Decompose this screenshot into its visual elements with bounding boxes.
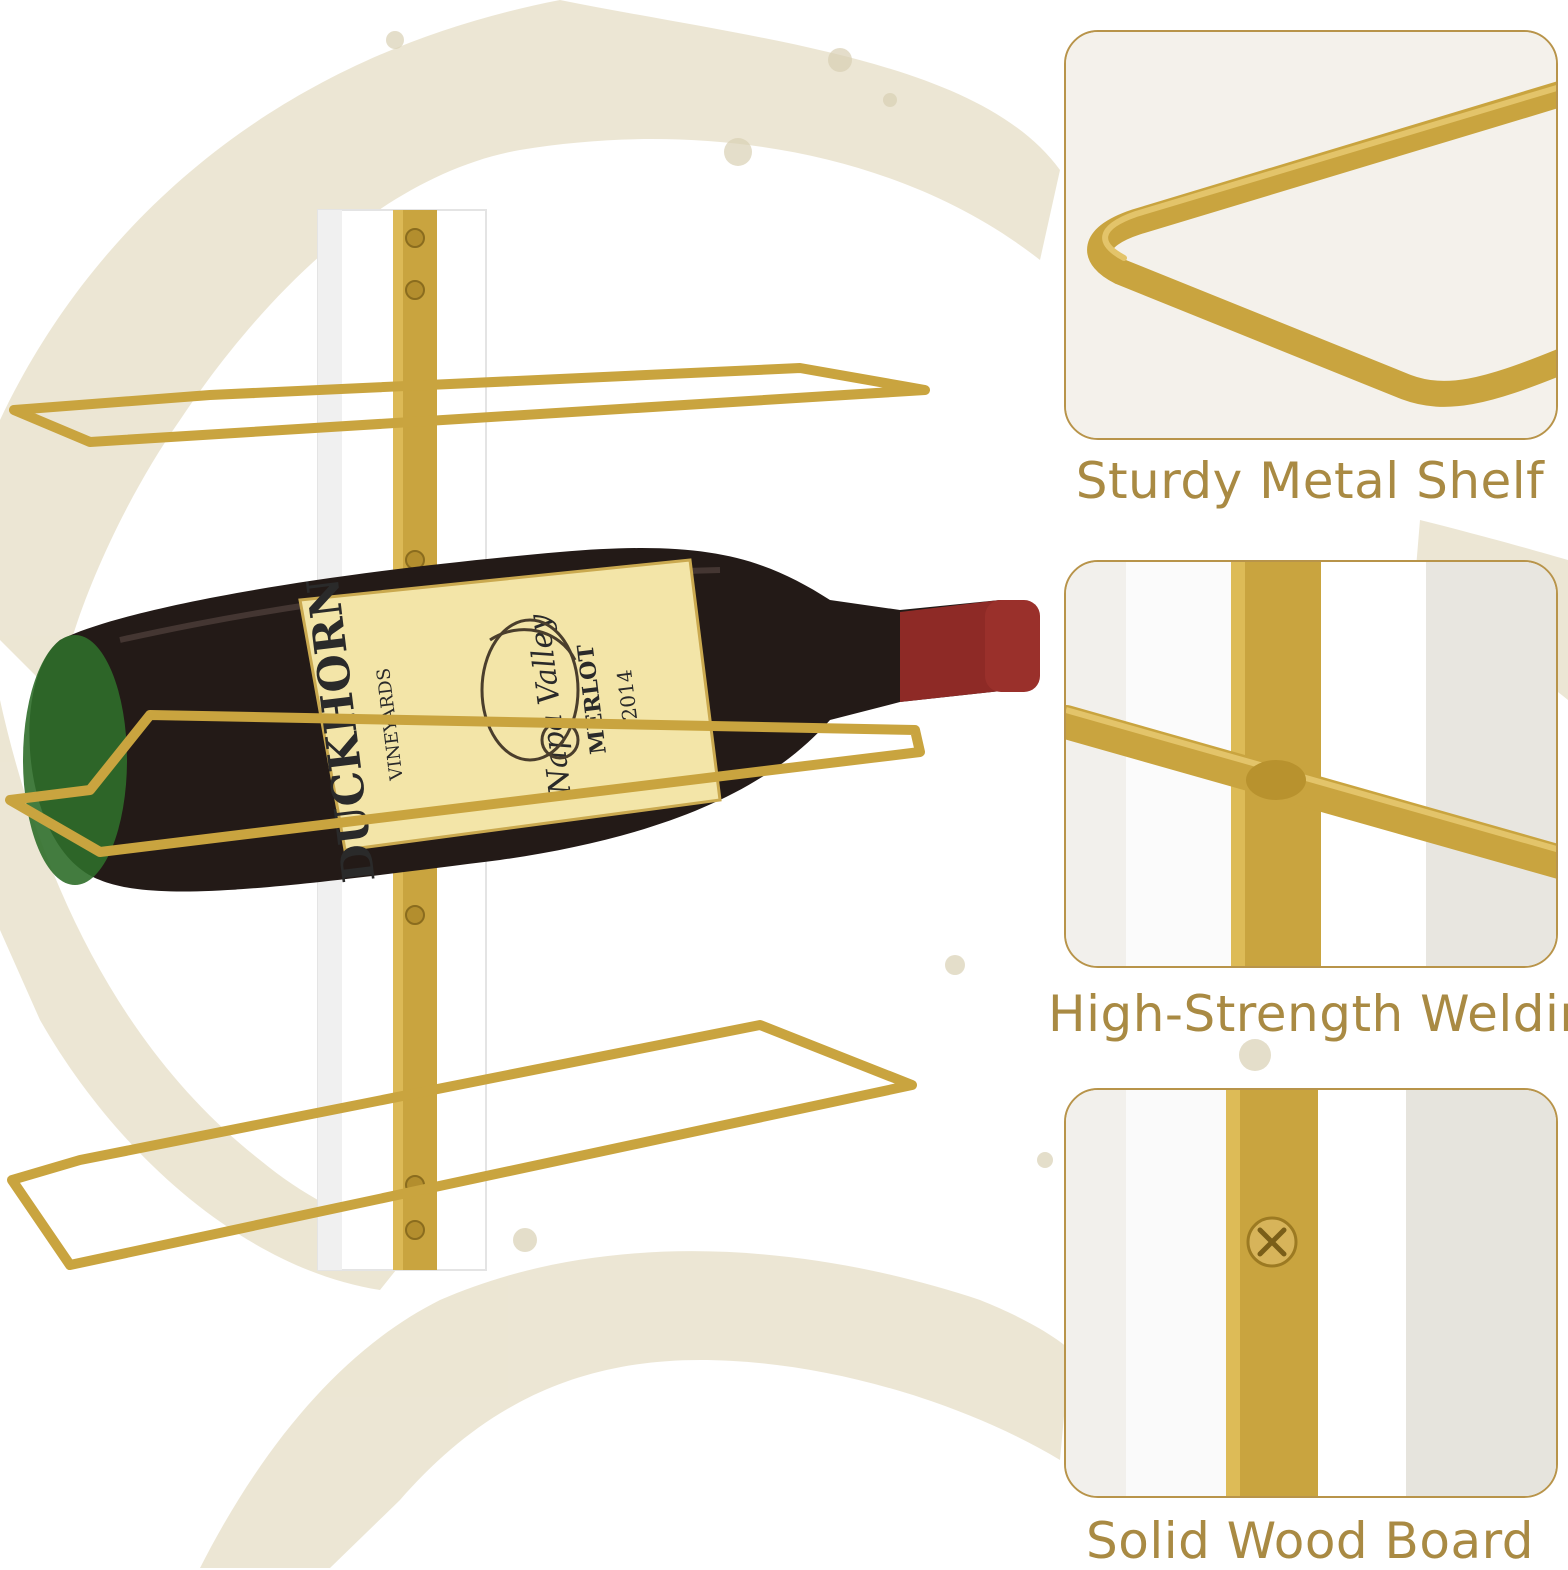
- wood-board-screw-closeup-icon: [1066, 1090, 1556, 1496]
- bottle-label: DUCKHORN VINEYARDS Napa Valley MERLOT 20…: [298, 558, 722, 885]
- bottom-shelf: [7, 1020, 917, 1270]
- feature-panel-welding: [1064, 560, 1558, 968]
- shelf-corner-closeup-icon: [1066, 32, 1556, 438]
- splash-droplets: [386, 31, 1271, 1252]
- caption-welding: High-Strength Welding: [1048, 985, 1568, 1043]
- duck-illustration: [480, 618, 580, 762]
- feature-panel-shelf: [1064, 30, 1558, 440]
- weld-joint-closeup-icon: [1066, 562, 1556, 966]
- top-shelf: [9, 363, 930, 447]
- caption-wood-board: Solid Wood Board: [1085, 1512, 1534, 1570]
- feature-panel-wood-board: [1064, 1088, 1558, 1498]
- middle-shelf: [5, 710, 925, 857]
- caption-metal-shelf: Sturdy Metal Shelf: [1075, 452, 1545, 510]
